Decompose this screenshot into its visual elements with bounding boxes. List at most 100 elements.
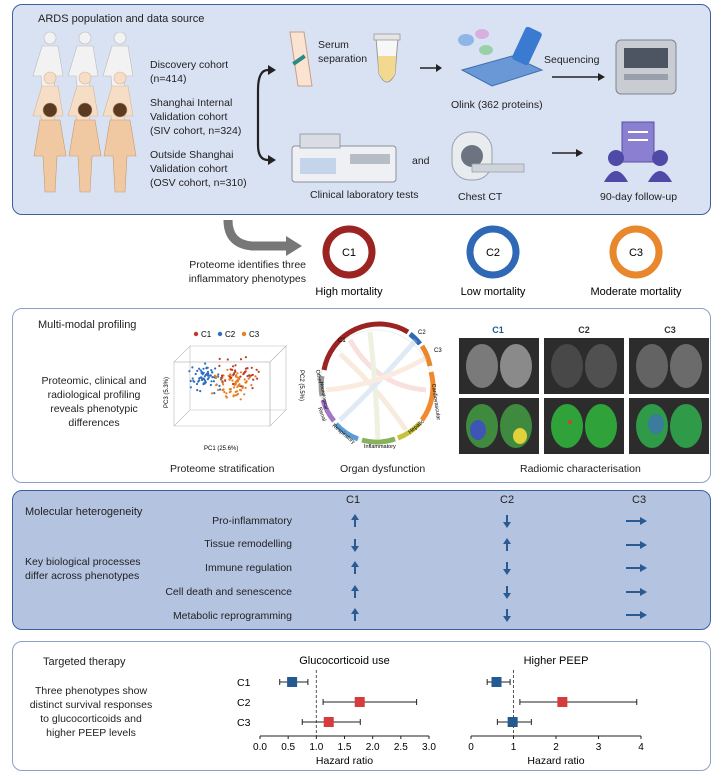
pca-point xyxy=(234,383,237,386)
pca-point xyxy=(213,374,217,377)
pca-point xyxy=(244,386,247,389)
hr-point xyxy=(491,677,502,687)
pca-point xyxy=(239,388,242,392)
pca-point xyxy=(203,379,206,382)
x-tick-label: 1.5 xyxy=(338,742,352,753)
chord-label-renal: Renal xyxy=(316,407,327,423)
process-row-immune-regulation: Immune regulation xyxy=(205,562,292,574)
section1-title: ARDS population and data source xyxy=(38,13,205,25)
phenotype-c3-ring: C3 Moderate mortality xyxy=(590,225,682,298)
seg-c1-image xyxy=(459,398,539,454)
lab-analyzer-icon xyxy=(291,133,397,183)
pca-point xyxy=(240,385,243,388)
pca-point xyxy=(196,389,199,392)
pca-point xyxy=(193,380,196,383)
x-tick-label: 2 xyxy=(553,742,559,753)
and-label: and xyxy=(412,155,430,167)
pca-point xyxy=(195,382,199,386)
pca-point xyxy=(213,392,216,395)
osv-people-icon xyxy=(33,102,137,193)
pca-point xyxy=(217,373,220,376)
pca-point xyxy=(223,390,226,394)
cohort-people-illustration xyxy=(32,31,137,193)
x-tick-label: 0 xyxy=(468,742,474,753)
pca-point xyxy=(221,374,224,377)
pca-point xyxy=(224,379,227,382)
pca-point xyxy=(225,392,228,395)
pca-point xyxy=(225,396,228,399)
phenotype-c2-ring: C2 Low mortality xyxy=(461,225,526,298)
chord-caption: Organ dysfunction xyxy=(340,463,426,475)
pca-point xyxy=(215,375,219,378)
x-tick-label: 1 xyxy=(511,742,517,753)
arrow-right-icon xyxy=(626,611,647,619)
phenotype-c1-ring: C1 High mortality xyxy=(315,225,383,298)
hr-point xyxy=(287,677,298,687)
pca-point xyxy=(237,392,240,395)
pca-point xyxy=(218,357,221,360)
followup-arrow xyxy=(552,149,583,157)
pca-point xyxy=(229,390,232,393)
pca-point xyxy=(221,380,224,383)
section4-desc: Key biological processes differ across p… xyxy=(25,556,141,582)
pca-point xyxy=(226,358,229,361)
pca-point xyxy=(245,381,248,384)
arrow-right-icon xyxy=(626,541,647,549)
section4-title: Molecular heterogeneity xyxy=(25,506,143,518)
radiomic-col-c3: C3 xyxy=(664,325,676,335)
phenotype-rings: C1 High mortality C2 Low mortality C3 Mo… xyxy=(315,225,682,298)
process-col-c1: C1 xyxy=(346,494,361,506)
pca-point xyxy=(189,386,192,389)
pca-point xyxy=(244,356,247,359)
ct-c3-image xyxy=(629,338,709,394)
process-row-cell-death: Cell death and senescence xyxy=(165,586,292,598)
pca-point xyxy=(210,369,213,372)
pca-point xyxy=(232,372,235,375)
pca-point xyxy=(239,398,242,401)
pca-caption: Proteome stratification xyxy=(170,463,275,475)
pca-legend-c1: C1 xyxy=(201,330,212,339)
pca-point xyxy=(243,371,246,374)
pca-point xyxy=(222,388,225,391)
section5-title: Targeted therapy xyxy=(43,656,126,668)
x-tick-label: 2.0 xyxy=(366,742,380,753)
pca-point xyxy=(220,376,223,379)
phenotype-c1-label: C1 xyxy=(342,247,356,259)
phenotype-c2-desc: Low mortality xyxy=(461,286,526,298)
pca-point xyxy=(200,376,203,379)
x-tick-label: 3.0 xyxy=(422,742,436,753)
pca-point xyxy=(254,375,257,378)
pca-point xyxy=(199,369,202,372)
x-tick-label: 4 xyxy=(638,742,644,753)
pca-point xyxy=(232,395,235,398)
pca-point xyxy=(202,377,205,380)
x-axis-label: Hazard ratio xyxy=(316,755,373,767)
ct-c1-image xyxy=(459,338,539,394)
chord-label-c1: C1 xyxy=(338,338,346,344)
pca-point xyxy=(243,393,246,396)
pca-point xyxy=(236,372,239,375)
arrow-up-icon xyxy=(351,608,359,621)
pca-point xyxy=(252,378,255,381)
pca-point xyxy=(228,388,231,391)
pca-point xyxy=(209,383,212,387)
arrow-down-icon xyxy=(503,562,511,575)
pca-y-axis-label: PC3 (5.3%) xyxy=(164,377,170,408)
pca-point xyxy=(234,364,237,367)
forest-row-label: C2 xyxy=(237,697,251,709)
pca-point xyxy=(234,390,237,393)
arrow-up-icon xyxy=(351,514,359,527)
pca-point xyxy=(239,371,242,374)
ct-c2-image xyxy=(544,338,624,394)
pca-point xyxy=(200,371,203,374)
pca-point xyxy=(251,387,254,390)
pca-points xyxy=(188,356,260,401)
pca-point xyxy=(250,374,253,377)
pca-point xyxy=(204,362,207,365)
arrow-down-icon xyxy=(503,586,511,599)
pca-point xyxy=(215,383,218,387)
section5-desc: Three phenotypes show distinct survival … xyxy=(29,685,153,739)
process-row-metabolic: Metabolic reprogramming xyxy=(172,610,292,622)
pca-point xyxy=(239,375,242,378)
cohort-siv-label: Shanghai Internal Validation cohort (SIV… xyxy=(150,97,242,137)
